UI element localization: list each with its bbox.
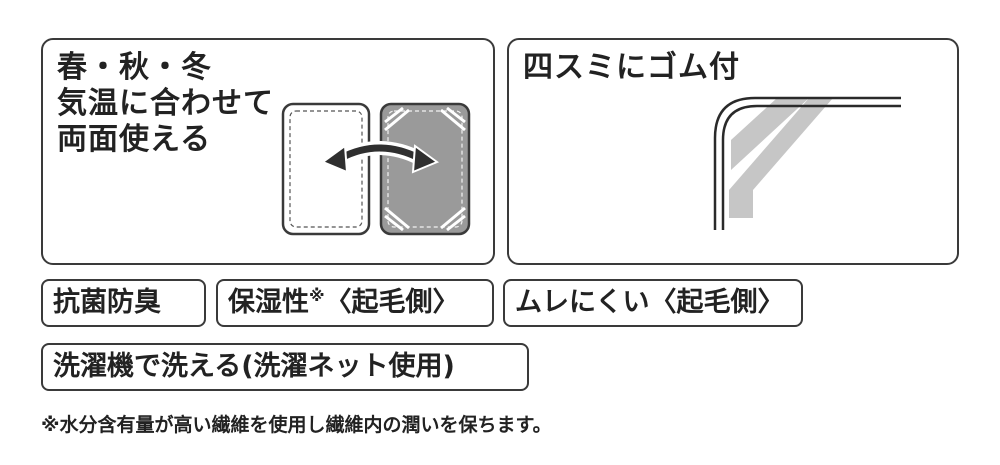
breathable-label: ムレにくい〈起毛側〉 — [515, 287, 785, 318]
moisture-label: 保湿性 — [228, 287, 309, 318]
sheet-corner-outline — [713, 96, 901, 230]
antibacterial-label: 抗菌防臭 — [53, 287, 161, 318]
footnote: ※水分含有量が高い繊維を使用し繊維内の潤いを保ちます。 — [41, 414, 552, 436]
washable-tag: 洗濯機で洗える(洗濯ネット使用) — [41, 343, 529, 391]
reversible-text: 春・秋・冬 気温に合わせて 両面使える — [57, 50, 274, 158]
both-sides-line: 両面使える — [57, 122, 212, 157]
moisture-side-label: 〈起毛側〉 — [324, 287, 460, 318]
elastic-band — [729, 98, 833, 218]
reversible-illustration — [281, 102, 471, 236]
moisture-tag: 保湿性※〈起毛側〉 — [216, 279, 494, 327]
elastic-corner-panel: 四スミにゴム付 — [507, 38, 959, 265]
moisture-note-mark: ※ — [309, 286, 325, 305]
washable-label: 洗濯機で洗える(洗濯ネット使用) — [53, 351, 455, 382]
swap-arrow-icon — [320, 141, 440, 174]
reversible-panel: 春・秋・冬 気温に合わせて 両面使える — [41, 38, 495, 265]
antibacterial-tag: 抗菌防臭 — [41, 279, 206, 327]
season-line: 春・秋・冬 — [57, 50, 212, 85]
temperature-line: 気温に合わせて — [57, 86, 274, 121]
light-side-card — [281, 102, 371, 236]
elastic-corner-title: 四スミにゴム付 — [523, 50, 740, 85]
dark-side-card — [379, 102, 471, 236]
breathable-tag: ムレにくい〈起毛側〉 — [503, 279, 803, 327]
corner-elastic-illustration — [713, 96, 901, 230]
